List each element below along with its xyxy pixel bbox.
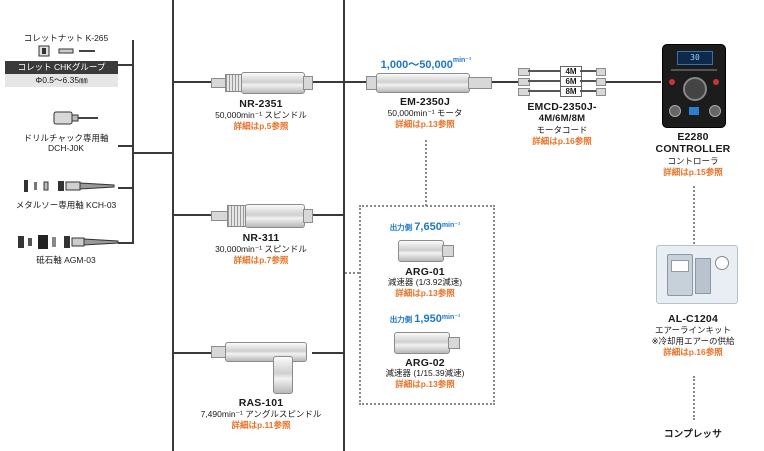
arg01-image	[398, 238, 454, 262]
spindle3-bus	[312, 352, 344, 354]
arg01-output-prefix: 出力側	[389, 223, 413, 232]
arg02-output-prefix: 出力側	[389, 315, 413, 324]
motor-speed-unit: min⁻¹	[452, 57, 472, 64]
nr311-spindle-image	[211, 202, 313, 228]
grinding-arbor-label: 砥石軸 AGM-03	[36, 255, 96, 265]
arg02-ref[interactable]: 詳細はp.13参照	[395, 379, 455, 389]
reducer-group-box	[359, 205, 495, 405]
collet-nut-label: コレットナット K-265	[23, 33, 109, 43]
motor-speed-range: 1,000～50,000min⁻¹	[356, 56, 496, 72]
arg01-spec: 減速器 (1/3.92減速)	[387, 277, 463, 287]
motor-cord-4m: 4M	[518, 66, 606, 77]
controller-image: 30	[662, 44, 726, 128]
motor-cord-6m: 6M	[518, 76, 606, 87]
motor-cord-spec: モータコード	[536, 125, 588, 135]
air-kit-image	[656, 245, 738, 304]
arg01-name: ARG-01	[405, 266, 445, 278]
motor-cord-name-1: EMCD-2350J-	[527, 101, 597, 113]
motor-image	[366, 72, 492, 93]
motor-speed-value: 1,000～50,000	[380, 59, 453, 71]
controller-air-dotted	[693, 186, 695, 244]
arg01-output: 出力側 7,650min⁻¹	[362, 221, 488, 233]
air-compressor-dotted	[693, 376, 695, 420]
arg01-ref[interactable]: 詳細はp.13参照	[395, 288, 455, 298]
collet-nut-icon	[37, 44, 97, 58]
controller-knob	[683, 77, 707, 101]
controller-name-1: E2280	[677, 131, 709, 143]
nr2351-name: NR-2351	[239, 98, 283, 110]
controller-spec: コントローラ	[667, 156, 719, 166]
nr311-spec: 30,000min⁻¹ スピンドル	[215, 244, 307, 254]
motor-spec: 50,000min⁻¹ モータ	[387, 108, 463, 118]
drill-chuck-label-1: ドリルチャック専用軸	[23, 133, 109, 143]
cord-8m-label: 8M	[560, 86, 582, 97]
air-kit-ref[interactable]: 詳細はp.16参照	[663, 347, 723, 357]
arg02-spec: 減速器 (1/15.39減速)	[385, 368, 465, 378]
branch-collet-line	[118, 64, 133, 66]
motor-name: EM-2350J	[399, 96, 451, 108]
motor-ref[interactable]: 詳細はp.13参照	[395, 119, 455, 129]
branch-drill-line	[118, 145, 133, 147]
collet-range-label: Φ0.5～6.35㎜	[5, 74, 118, 87]
nr2351-spec: 50,000min⁻¹ スピンドル	[215, 110, 307, 120]
branch-saw-line	[118, 187, 133, 189]
spindle2-link	[173, 214, 211, 216]
accessory-join-line	[132, 152, 173, 154]
nr311-ref[interactable]: 詳細はp.7参照	[233, 255, 289, 265]
ras101-spec: 7,490min⁻¹ アングルスピンドル	[200, 409, 322, 419]
drill-chuck-label-2: DCH-J0K	[48, 143, 84, 153]
arg02-name: ARG-02	[405, 357, 445, 369]
compressor-name: コンプレッサ	[664, 429, 722, 440]
motor-link	[344, 81, 366, 83]
nr2351-spindle-image	[211, 70, 313, 94]
arg01-output-speed: 7,650	[414, 221, 442, 233]
branch-accessory-vertical	[132, 40, 134, 244]
arg02-output-speed: 1,950	[414, 313, 442, 325]
air-kit-note: ※冷却用エアーの供給	[651, 336, 735, 346]
motor-cord-ref[interactable]: 詳細はp.16参照	[532, 136, 592, 146]
nr2351-ref[interactable]: 詳細はp.5参照	[233, 121, 289, 131]
arg02-image	[394, 330, 460, 354]
arg01-output-unit: min⁻¹	[441, 222, 461, 229]
reducer-bus-dotted	[345, 272, 359, 274]
collet-group-label: コレット CHKグループ	[5, 61, 118, 74]
ras101-name: RAS-101	[238, 397, 284, 409]
spindle1-bus	[312, 81, 344, 83]
nr311-name: NR-311	[242, 232, 280, 244]
motor-cord-8m: 8M	[518, 86, 606, 97]
spindle3-link	[173, 352, 211, 354]
spindle2-bus	[312, 214, 344, 216]
motor-cord-link-1	[492, 81, 518, 83]
grinding-arbor-icon	[16, 232, 120, 252]
spindle1-link	[173, 81, 211, 83]
air-kit-name: AL-C1204	[667, 313, 719, 325]
main-bus-line	[343, 0, 345, 451]
motor-cord-name-2: 4M/6M/8M	[538, 113, 586, 124]
drill-chuck-icon	[52, 108, 100, 128]
arg02-output-unit: min⁻¹	[441, 314, 461, 321]
controller-ref[interactable]: 詳細はp.15参照	[663, 167, 723, 177]
branch-grind-line	[118, 242, 133, 244]
accessory-trunk-line	[172, 0, 174, 451]
arg02-output: 出力側 1,950min⁻¹	[362, 313, 488, 325]
controller-display: 30	[677, 51, 713, 65]
motor-reducer-dotted	[425, 140, 427, 206]
ras101-spindle-image	[211, 336, 312, 394]
ras101-ref[interactable]: 詳細はp.11参照	[231, 420, 291, 430]
metal-saw-icon	[22, 177, 116, 195]
controller-name-2: CONTROLLER	[655, 143, 731, 155]
air-kit-spec: エアーラインキット	[655, 325, 731, 335]
metal-saw-label: メタルソー専用軸 KCH-03	[15, 200, 117, 210]
motor-cord-link-2	[605, 81, 661, 83]
